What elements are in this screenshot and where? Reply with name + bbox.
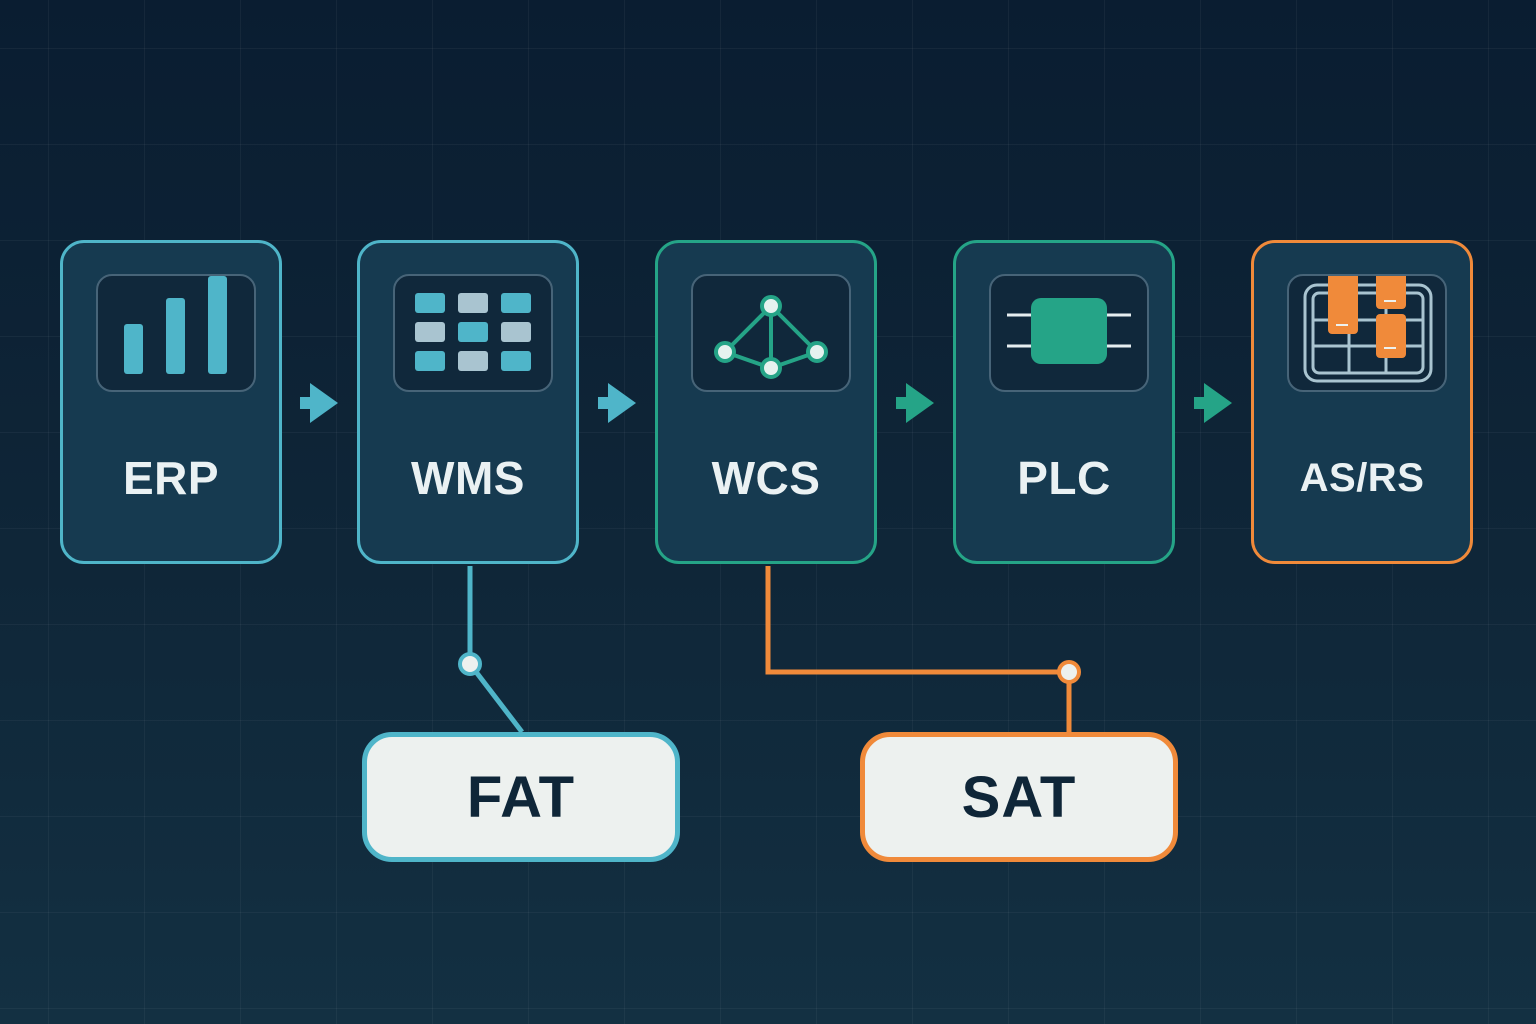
fat-connector-node	[458, 652, 482, 676]
grid-icon	[393, 274, 553, 392]
network-icon	[691, 274, 851, 392]
arrow-right-icon	[896, 383, 934, 423]
stage-card-plc: PLC	[953, 240, 1175, 564]
fat-box: FAT	[362, 732, 680, 862]
chip-icon	[989, 274, 1149, 392]
stage-card-erp: ERP	[60, 240, 282, 564]
stage-label: WCS	[711, 452, 821, 504]
sat-connector-node	[1057, 660, 1081, 684]
sat-label: SAT	[961, 764, 1077, 830]
stage-label: PLC	[1017, 452, 1111, 504]
stage-card-asrs: AS/RS	[1251, 240, 1473, 564]
fat-label: FAT	[466, 764, 576, 830]
stage-card-wms: WMS	[357, 240, 579, 564]
arrow-right-icon	[1194, 383, 1232, 423]
arrow-right-icon	[598, 383, 636, 423]
sat-connector-line	[765, 566, 1072, 734]
sat-box: SAT	[860, 732, 1178, 862]
bar-chart-icon	[96, 274, 256, 392]
arrow-right-icon	[300, 383, 338, 423]
storage-rack-icon	[1287, 274, 1447, 392]
fat-connector-diagonal	[468, 662, 524, 734]
stage-label: WMS	[411, 452, 525, 504]
stage-label: AS/RS	[1299, 456, 1425, 500]
stage-label: ERP	[122, 452, 220, 504]
stage-card-wcs: WCS	[655, 240, 877, 564]
